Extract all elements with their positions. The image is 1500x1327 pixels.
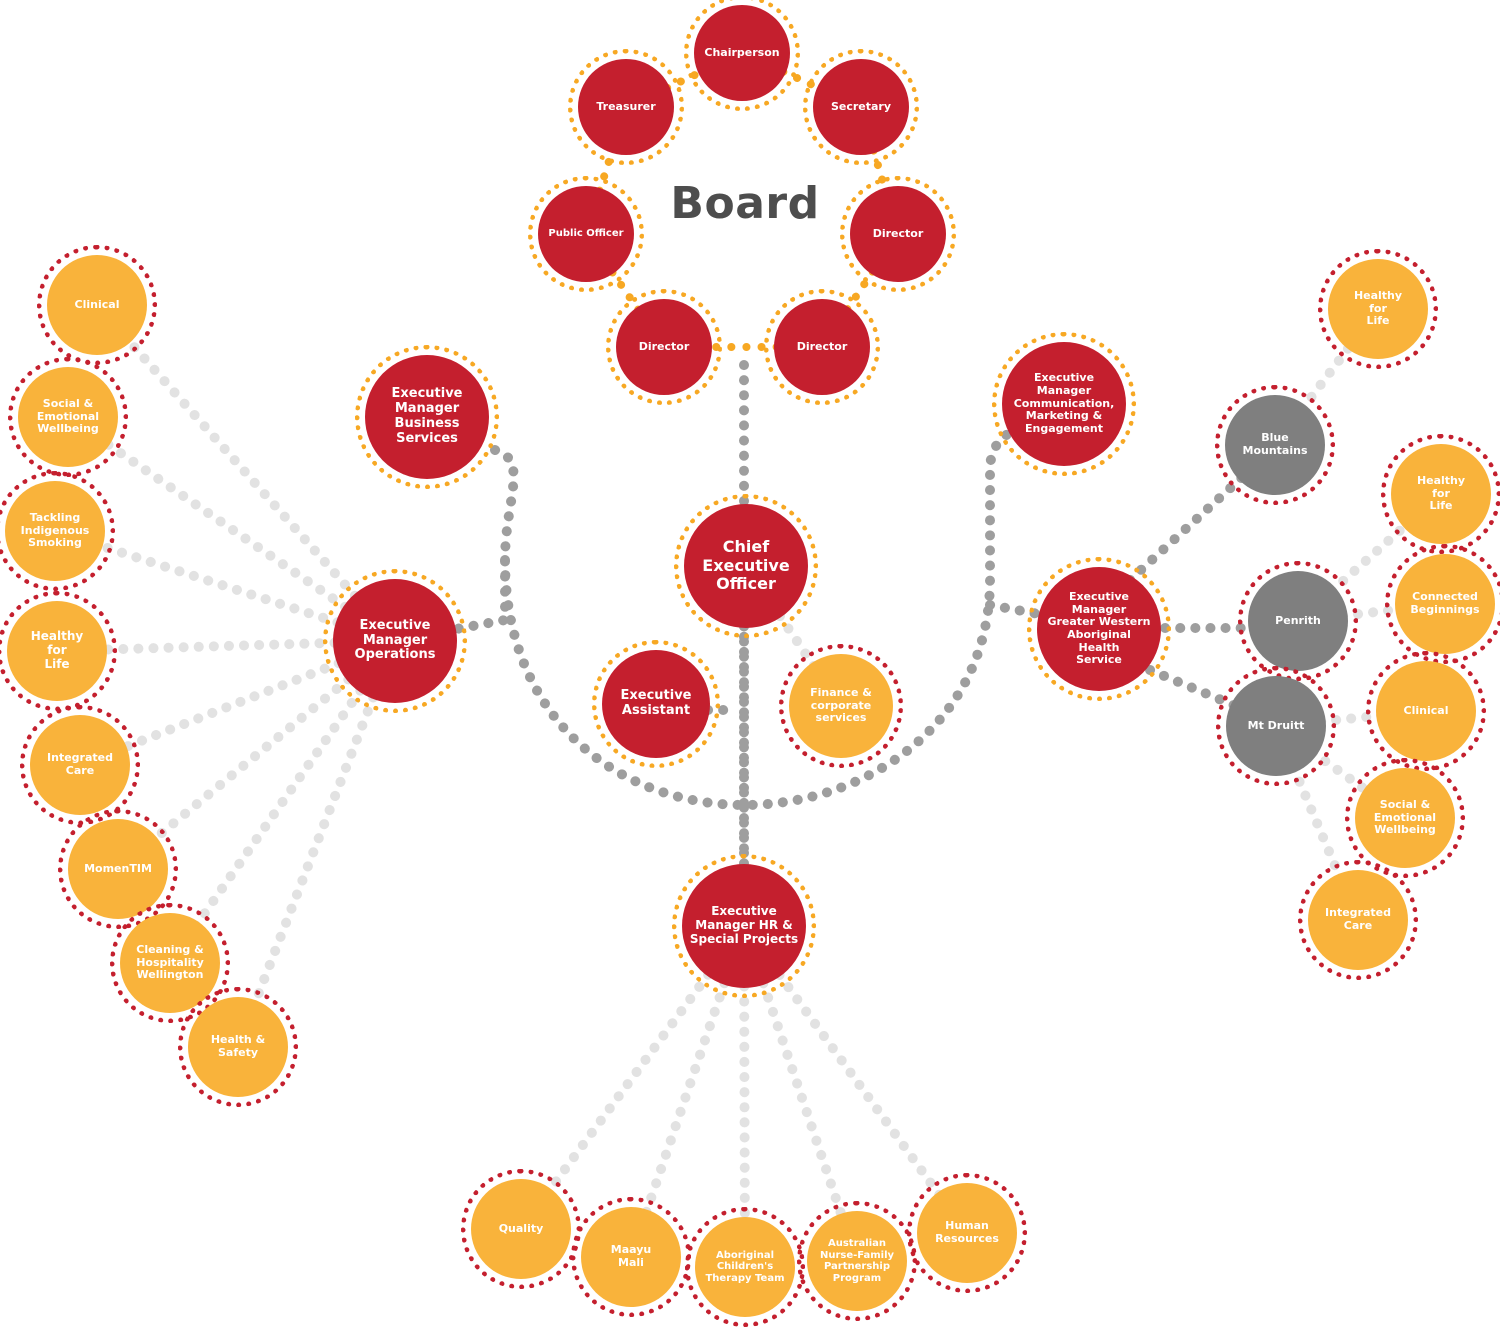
node-label-ops-social-emotional: Social & Emotional Wellbeing <box>18 367 118 467</box>
node-director-right: Director <box>840 176 956 292</box>
node-label-ops-cleaning: Cleaning & Hospitality Wellington <box>120 913 220 1013</box>
node-label-chairperson: Chairperson <box>694 5 790 101</box>
node-label-ops-tackling-smoking: Tackling Indigenous Smoking <box>5 481 105 581</box>
node-md-social-emotional: Social & Emotional Wellbeing <box>1345 758 1465 878</box>
node-ops-tackling-smoking: Tackling Indigenous Smoking <box>0 471 115 591</box>
node-pen-healthy-for-life: Healthy for Life <box>1381 434 1500 554</box>
node-blue-mountains: Blue Mountains <box>1215 385 1335 505</box>
node-ops-momentim: MomenTIM <box>58 809 178 929</box>
gwahs-bluemountains-link <box>1125 465 1255 585</box>
node-hr-act: Aboriginal Children's Therapy Team <box>685 1207 805 1327</box>
node-label-em-communication: Executive Manager Communication, Marketi… <box>1002 342 1126 466</box>
node-label-treasurer: Treasurer <box>578 59 674 155</box>
node-label-ops-healthy-for-life: Healthy for Life <box>7 601 107 701</box>
em-operations-ops-health-safety-link <box>233 636 400 1052</box>
node-label-ops-momentim: MomenTIM <box>68 819 168 919</box>
node-label-em-hr: Executive Manager HR & Special Projects <box>682 864 806 988</box>
node-label-mt-druitt: Mt Druitt <box>1226 676 1326 776</box>
node-label-executive-assistant: Executive Assistant <box>602 650 710 758</box>
node-ops-health-safety: Health & Safety <box>178 987 298 1107</box>
node-label-em-business-services: Executive Manager Business Services <box>365 355 489 479</box>
node-hr-quality: Quality <box>461 1169 581 1289</box>
node-finance-corporate: Finance & corporate services <box>779 644 903 768</box>
node-label-md-integrated-care: Integrated Care <box>1308 870 1408 970</box>
node-hr-maayu-mali: Maayu Mali <box>571 1197 691 1317</box>
lower-arc-link <box>500 420 1035 811</box>
node-em-hr: Executive Manager HR & Special Projects <box>672 854 816 998</box>
node-label-public-officer: Public Officer <box>538 186 634 282</box>
node-label-ops-clinical: Clinical <box>47 255 147 355</box>
node-ops-social-emotional: Social & Emotional Wellbeing <box>8 357 128 477</box>
node-pen-connected-beginnings: Connected Beginnings <box>1385 544 1500 664</box>
node-penrith: Penrith <box>1238 561 1358 681</box>
node-treasurer: Treasurer <box>568 49 684 165</box>
node-label-pen-clinical: Clinical <box>1376 661 1476 761</box>
board-title: Board <box>670 178 820 229</box>
node-label-blue-mountains: Blue Mountains <box>1225 395 1325 495</box>
node-label-hr-quality: Quality <box>471 1179 571 1279</box>
node-mt-druitt: Mt Druitt <box>1216 666 1336 786</box>
node-em-gwahs: Executive Manager Greater Western Aborig… <box>1027 557 1171 701</box>
node-bm-healthy-for-life: Healthy for Life <box>1318 249 1438 369</box>
node-em-communication: Executive Manager Communication, Marketi… <box>992 332 1136 476</box>
node-label-hr-anfpp: Australian Nurse-Family Partnership Prog… <box>807 1211 907 1311</box>
em-operations-ops-social-emotional-link <box>63 412 400 646</box>
node-label-ops-integrated-care: Integrated Care <box>30 715 130 815</box>
node-em-business-services: Executive Manager Business Services <box>355 345 499 489</box>
node-label-director-bottom-right: Director <box>774 299 870 395</box>
em-operations-ops-clinical-link <box>92 300 400 646</box>
node-pen-clinical: Clinical <box>1366 651 1486 771</box>
node-public-officer: Public Officer <box>528 176 644 292</box>
node-label-secretary: Secretary <box>813 59 909 155</box>
node-ops-cleaning: Cleaning & Hospitality Wellington <box>110 903 230 1023</box>
node-hr-anfpp: Australian Nurse-Family Partnership Prog… <box>797 1201 917 1321</box>
node-label-hr-act: Aboriginal Children's Therapy Team <box>695 1217 795 1317</box>
node-ceo: Chief Executive Officer <box>674 494 818 638</box>
node-director-bottom-left: Director <box>606 289 722 405</box>
node-label-director-right: Director <box>850 186 946 282</box>
node-label-director-bottom-left: Director <box>616 299 712 395</box>
node-em-operations: Executive Manager Operations <box>323 569 467 713</box>
node-label-ops-health-safety: Health & Safety <box>188 997 288 1097</box>
board-ring-link <box>582 49 902 351</box>
node-hr-human-resources: Human Resources <box>907 1173 1027 1293</box>
node-label-md-social-emotional: Social & Emotional Wellbeing <box>1355 768 1455 868</box>
node-label-em-gwahs: Executive Manager Greater Western Aborig… <box>1037 567 1161 691</box>
node-ops-clinical: Clinical <box>37 245 157 365</box>
node-label-hr-human-resources: Human Resources <box>917 1183 1017 1283</box>
node-label-finance-corporate: Finance & corporate services <box>789 654 893 758</box>
node-ops-healthy-for-life: Healthy for Life <box>0 591 117 711</box>
node-label-pen-healthy-for-life: Healthy for Life <box>1391 444 1491 544</box>
node-director-bottom-right: Director <box>764 289 880 405</box>
node-label-bm-healthy-for-life: Healthy for Life <box>1328 259 1428 359</box>
node-label-ceo: Chief Executive Officer <box>684 504 808 628</box>
node-md-integrated-care: Integrated Care <box>1298 860 1418 980</box>
node-label-pen-connected-beginnings: Connected Beginnings <box>1395 554 1495 654</box>
node-secretary: Secretary <box>803 49 919 165</box>
node-executive-assistant: Executive Assistant <box>592 640 720 768</box>
node-label-hr-maayu-mali: Maayu Mali <box>581 1207 681 1307</box>
node-label-penrith: Penrith <box>1248 571 1348 671</box>
node-chairperson: Chairperson <box>684 0 800 111</box>
node-label-em-operations: Executive Manager Operations <box>333 579 457 703</box>
node-ops-integrated-care: Integrated Care <box>20 705 140 825</box>
